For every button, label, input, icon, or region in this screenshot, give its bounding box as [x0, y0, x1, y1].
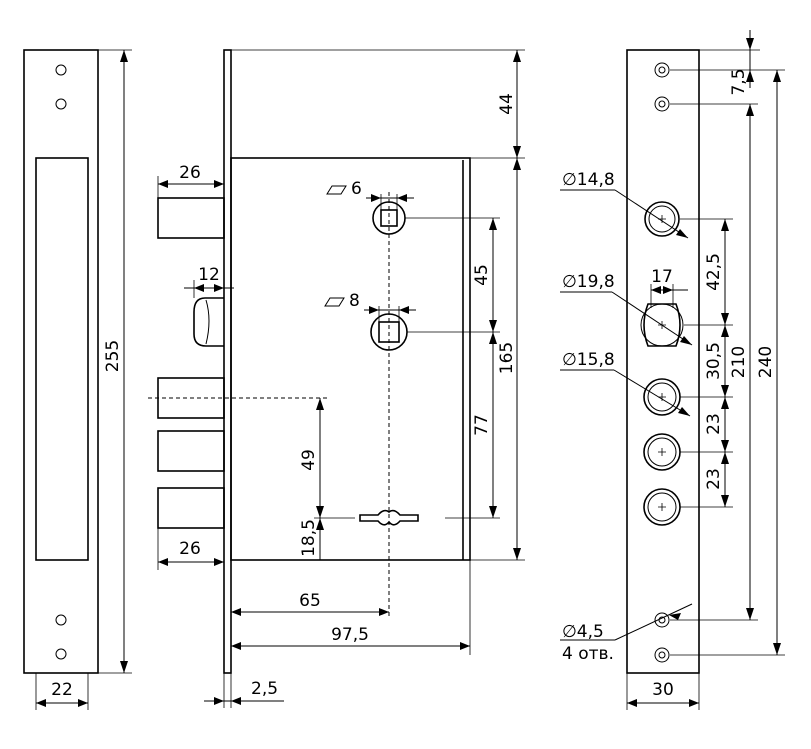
dim-12: 12: [198, 265, 220, 285]
dim-dia-4-5: ∅4,5: [562, 622, 604, 642]
dim-dia-14-8: ∅14,8: [562, 170, 615, 190]
dim-6: 6: [351, 179, 362, 199]
dim-18-5: 18,5: [299, 519, 319, 557]
faceplate-hole-view: ∅14,8 ∅19,8 ∅15,8 ∅4,5 4 отв. 17: [560, 30, 785, 710]
dim-42-5: 42,5: [704, 253, 724, 291]
dim-26-bottom: 26: [179, 539, 201, 559]
holes-note: 4 отв.: [562, 644, 614, 664]
faceplate-front-view: 255 22: [23, 49, 132, 710]
dim-22: 22: [51, 680, 73, 700]
dim-97-5: 97,5: [331, 625, 369, 645]
lock-body-side-view: 44 165 45 77 26 12: [148, 49, 525, 708]
dim-65: 65: [299, 591, 321, 611]
dim-26-top: 26: [179, 163, 201, 183]
dim-30-5: 30,5: [704, 342, 724, 380]
dim-210: 210: [729, 346, 749, 378]
dim-23-a: 23: [704, 413, 724, 435]
dim-255: 255: [103, 340, 123, 372]
dim-45: 45: [472, 264, 492, 286]
dim-44: 44: [497, 93, 517, 115]
dim-8: 8: [349, 291, 360, 311]
dim-165: 165: [497, 342, 517, 374]
dim-23-b: 23: [704, 468, 724, 490]
dim-dia-15-8: ∅15,8: [562, 350, 615, 370]
dim-30: 30: [652, 680, 674, 700]
dim-7-5: 7,5: [729, 68, 749, 95]
dim-240: 240: [756, 346, 776, 378]
dim-dia-19-8: ∅19,8: [562, 272, 615, 292]
dim-77: 77: [472, 414, 492, 436]
dim-2-5: 2,5: [251, 679, 278, 699]
dim-17: 17: [651, 267, 673, 287]
dim-49: 49: [299, 449, 319, 471]
